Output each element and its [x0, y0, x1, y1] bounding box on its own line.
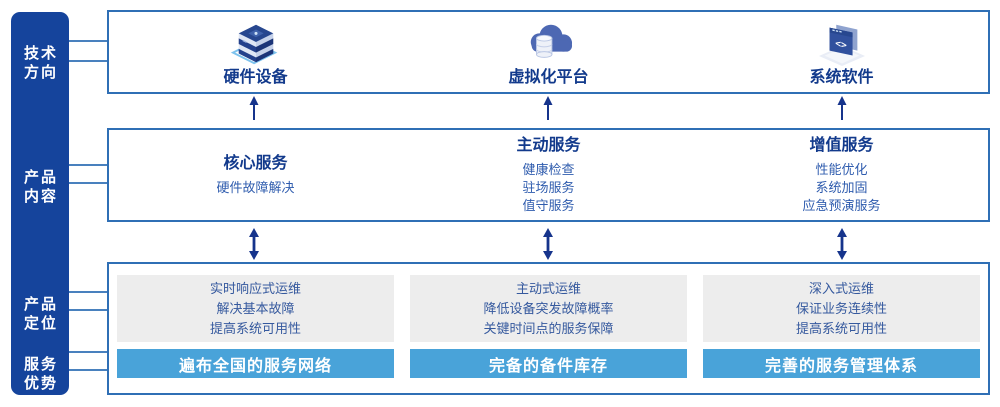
category-sidebar: 技术 方向 产品 内容 产品 定位 服务 优势	[11, 12, 69, 395]
service-item: 健康检查	[522, 161, 575, 177]
position-point: 关键时间点的服务保障	[483, 320, 614, 336]
position-panel: 深入式运维 保证业务连续性 提高系统可用性	[703, 275, 980, 343]
advantage-bar-spare-parts: 完备的备件库存	[410, 349, 687, 378]
up-arrow-icons	[249, 96, 847, 120]
tech-label-hardware: 硬件设备	[223, 68, 288, 86]
service-item: 性能优化	[815, 161, 868, 177]
service-item: 值守服务	[522, 197, 575, 213]
product-content-box: 核心服务 硬件故障解决 主动服务 健康检查 驻场服务 值守服务 增值服务 性能优…	[107, 128, 990, 222]
tech-label-system-software: 系统软件	[809, 68, 874, 86]
tech-column-system-software: <> 系统软件	[695, 12, 988, 92]
advantage-bar-management-system: 完善的服务管理体系	[703, 349, 980, 378]
position-point: 深入式运维	[808, 280, 874, 296]
position-point: 解决基本故障	[216, 300, 295, 316]
service-item: 系统加固	[815, 179, 868, 195]
position-column-indepth: 深入式运维 保证业务连续性 提高系统可用性 完善的服务管理体系	[695, 264, 988, 393]
position-point: 提高系统可用性	[795, 320, 887, 336]
service-title-proactive: 主动服务	[516, 136, 581, 154]
service-column-value-added: 增值服务 性能优化 系统加固 应急预演服务	[695, 130, 988, 220]
position-column-proactive: 主动式运维 降低设备突发故障概率 关键时间点的服务保障 完备的备件库存	[402, 264, 695, 393]
code-window-icon: <>	[818, 24, 865, 66]
position-point: 主动式运维	[515, 280, 581, 296]
service-item: 驻场服务	[522, 179, 575, 195]
position-point: 实时响应式运维	[209, 280, 301, 296]
tech-column-virtualization: 虚拟化平台	[402, 12, 695, 92]
tech-direction-box: 硬件设备 虚拟化平台	[107, 10, 990, 94]
sidebar-label-product-content: 产品 内容	[23, 169, 58, 205]
position-point: 降低设备突发故障概率	[483, 300, 614, 316]
sidebar-label-service-strength: 服务 优势	[23, 356, 58, 392]
service-title-value-added: 增值服务	[809, 136, 874, 154]
cloud-database-icon	[530, 24, 572, 58]
double-arrow-icons	[249, 228, 847, 260]
position-panel: 实时响应式运维 解决基本故障 提高系统可用性	[117, 275, 394, 343]
tech-label-virtualization: 虚拟化平台	[508, 68, 589, 86]
service-item: 硬件故障解决	[216, 179, 295, 195]
service-column-proactive: 主动服务 健康检查 驻场服务 值守服务	[402, 130, 695, 220]
advantage-bar-service-network: 遍布全国的服务网络	[117, 349, 394, 378]
sidebar-label-tech-direction: 技术 方向	[23, 45, 58, 81]
service-item: 应急预演服务	[802, 197, 881, 213]
position-point: 提高系统可用性	[209, 320, 301, 336]
sidebar-label-product-position: 产品 定位	[23, 296, 58, 332]
product-position-box: 实时响应式运维 解决基本故障 提高系统可用性 遍布全国的服务网络 主动式运维 降…	[107, 262, 990, 395]
sidebar-connector-lines	[69, 40, 108, 371]
position-panel: 主动式运维 降低设备突发故障概率 关键时间点的服务保障	[410, 275, 687, 343]
position-column-realtime: 实时响应式运维 解决基本故障 提高系统可用性 遍布全国的服务网络	[109, 264, 402, 393]
position-point: 保证业务连续性	[795, 300, 887, 316]
service-column-core: 核心服务 硬件故障解决	[109, 130, 402, 220]
service-title-core: 核心服务	[223, 154, 288, 172]
tech-column-hardware: 硬件设备	[109, 12, 402, 92]
server-stack-icon	[230, 24, 277, 64]
code-glyph: <>	[835, 38, 847, 51]
